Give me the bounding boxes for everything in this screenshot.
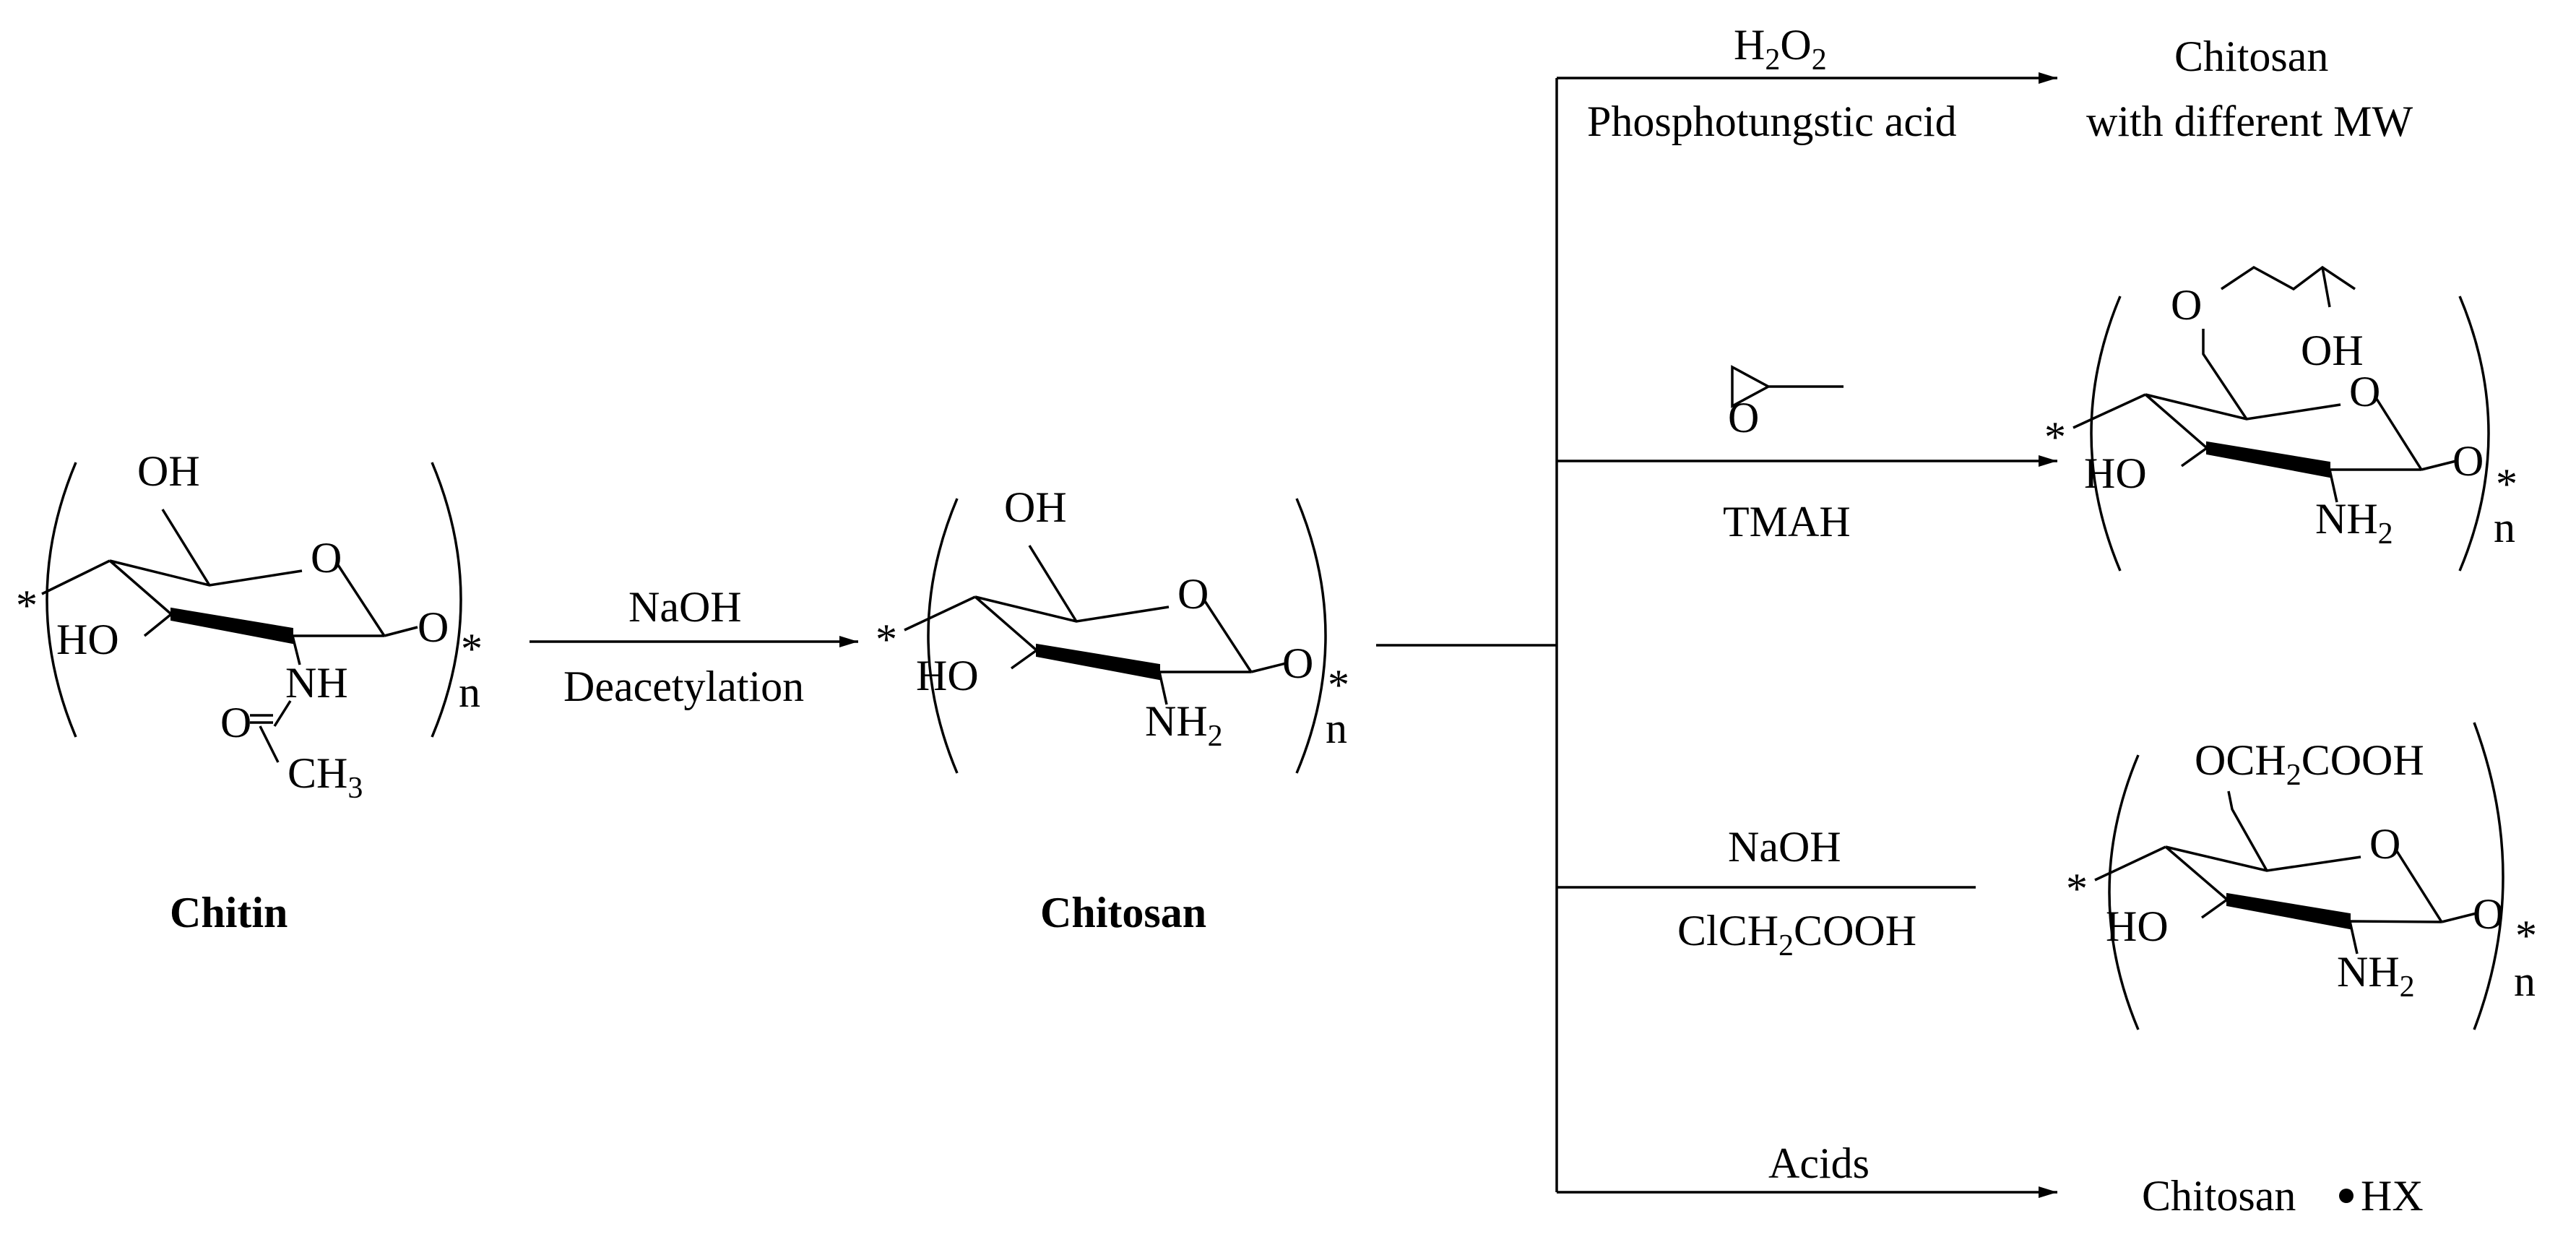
- chitin-nh: NH: [285, 659, 348, 707]
- hp-nh2: NH2: [2315, 495, 2393, 551]
- degradation-step: H2O2 Phosphotungstic acid Chitosan with …: [1557, 21, 2413, 145]
- chitin-ring-o: O: [311, 534, 342, 582]
- chitin-bond-star: [41, 559, 111, 595]
- degradation-catalyst: Phosphotungstic acid: [1587, 98, 1957, 145]
- hp-ring-bonds-2: [2180, 447, 2457, 503]
- chitin-link-o: O: [418, 603, 449, 651]
- hp-n: n: [2494, 504, 2515, 551]
- hp-ring-o: O: [2349, 368, 2380, 415]
- chitosan-nh2: NH2: [1145, 697, 1223, 753]
- chitosan-star-left: *: [876, 616, 897, 663]
- hp-ho: HO: [2084, 449, 2147, 497]
- chitin-methyl: CH3: [288, 749, 363, 805]
- salt-bullet-icon: [2339, 1189, 2354, 1203]
- hp-bond-star: [2073, 393, 2146, 429]
- hp-ether-o: O: [2171, 281, 2202, 329]
- chitin-n: n: [459, 668, 480, 716]
- chitosan-ho: HO: [916, 652, 979, 699]
- hp-left-paren: [2090, 296, 2122, 572]
- degradation-oxidant: H2O2: [1734, 21, 1827, 77]
- chitin-star-left: *: [16, 582, 38, 629]
- chitosan-ring-bold-front: [1036, 643, 1160, 681]
- degradation-product-line1: Chitosan: [2174, 33, 2328, 80]
- salt-acids: Acids: [1768, 1139, 1870, 1187]
- hydroxypropylation-step: O TMAH: [1557, 365, 2057, 546]
- cm-link-o: O: [2473, 890, 2504, 938]
- hp-side-oh: OH: [2301, 327, 2364, 374]
- cm-substituent: OCH2COOH: [2195, 736, 2424, 792]
- chitosan-star-right: *: [1328, 661, 1349, 709]
- chitosan-structure: * OH O HO O * NH2 n Chitosan: [876, 483, 1349, 936]
- chitin-left-paren: [46, 462, 77, 738]
- hydroxypropyl-chitosan-structure: * O OH O HO O * NH2 n: [2044, 265, 2517, 572]
- hydroxypropylation-base: TMAH: [1723, 498, 1851, 546]
- cm-ring-bold-front: [2226, 892, 2351, 930]
- chitosan-left-paren: [927, 498, 959, 774]
- hp-side-chain: [2221, 265, 2356, 308]
- chitosan-link-o: O: [1282, 639, 1313, 687]
- chitosan-ring-bonds: [974, 545, 1253, 673]
- hp-star-right: *: [2496, 460, 2517, 508]
- chitosan-n: n: [1326, 704, 1347, 752]
- propylene-oxide-o: O: [1728, 394, 1759, 441]
- cm-ring-o: O: [2369, 820, 2400, 868]
- hp-ring-bold-front: [2206, 441, 2330, 478]
- cm-n: n: [2514, 957, 2536, 1005]
- degradation-product-line2: with different MW: [2086, 98, 2413, 145]
- chitin-right-paren: [431, 462, 462, 738]
- salt-product-chitosan: Chitosan: [2142, 1172, 2296, 1220]
- cm-right-paren: [2473, 722, 2504, 1030]
- cm-ring-bonds-2: [2200, 898, 2477, 954]
- carboxymethyl-chitosan-structure: * OCH2COOH O HO O * NH2 n: [2066, 722, 2537, 1030]
- deacetylation-reagent: NaOH: [628, 583, 742, 631]
- hp-link-o: O: [2452, 437, 2484, 485]
- cm-star-left: *: [2066, 865, 2088, 913]
- chitin-carbonyl-o: O: [220, 699, 251, 746]
- chitin-ring-bonds-2: [143, 613, 418, 665]
- propylene-oxide-icon: [1731, 365, 1844, 408]
- chitosan-oh: OH: [1004, 483, 1067, 531]
- carboxymethylation-reagent: ClCH2COOH: [1677, 907, 1916, 962]
- cm-bond-star: [2094, 845, 2166, 882]
- cm-ring-bonds: [2164, 790, 2443, 923]
- chitin-ring-bonds: [108, 509, 386, 637]
- deacetylation-step: NaOH Deacetylation: [530, 583, 858, 710]
- chitin-name: Chitin: [170, 889, 288, 936]
- cm-left-paren: [2108, 754, 2140, 1030]
- chitin-star-right: *: [461, 625, 483, 673]
- deacetylation-condition: Deacetylation: [563, 663, 804, 710]
- chitosan-ring-o: O: [1177, 570, 1209, 618]
- chitin-amide-bonds: [250, 700, 292, 763]
- carboxymethylation-base: NaOH: [1728, 823, 1841, 871]
- salt-formation-step: Acids Chitosan HX: [1557, 1139, 2424, 1220]
- chitosan-right-paren: [1295, 498, 1327, 774]
- chitin-ho: HO: [56, 616, 119, 663]
- branch-connector: [1376, 78, 1558, 1192]
- chitin-oh: OH: [137, 447, 200, 495]
- chitosan-ring-bonds-2: [1010, 649, 1287, 705]
- chitin-structure: * OH O HO O * NH O CH3 n Chitin: [16, 447, 483, 936]
- salt-product-hx: HX: [2361, 1172, 2424, 1220]
- hp-right-paren: [2458, 296, 2490, 572]
- carboxymethylation-step: NaOH ClCH2COOH: [1557, 823, 1976, 962]
- hp-star-left: *: [2044, 413, 2066, 461]
- chitin-ring-bold-front: [170, 607, 293, 645]
- chitosan-bond-star: [904, 595, 976, 632]
- cm-ho: HO: [2106, 902, 2169, 950]
- cm-nh2: NH2: [2337, 948, 2415, 1004]
- cm-star-right: *: [2515, 912, 2537, 960]
- chitosan-name: Chitosan: [1040, 889, 1206, 936]
- hp-ring-bonds: [2144, 329, 2423, 470]
